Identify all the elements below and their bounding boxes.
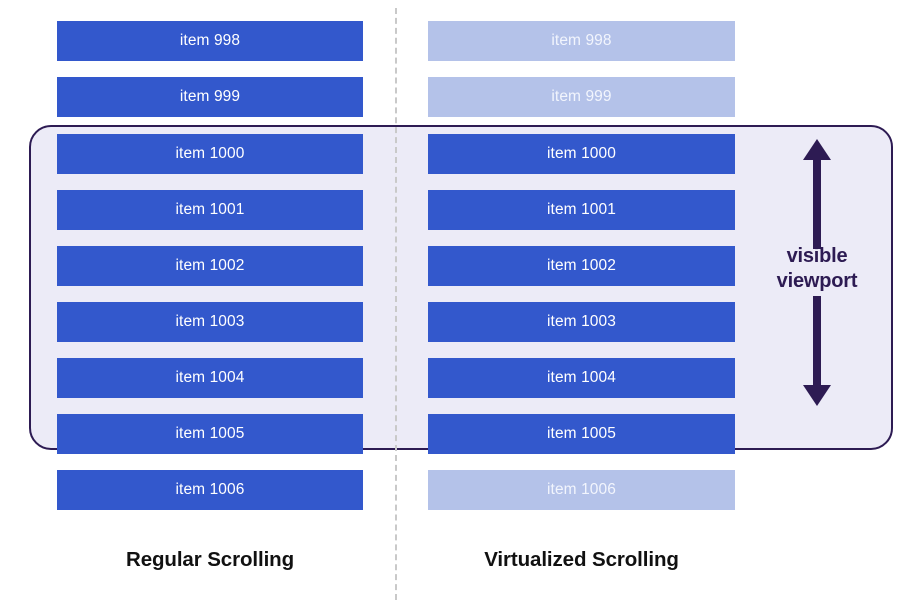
column-divider [395,8,397,600]
list-item[interactable]: item 999 [428,77,735,117]
visible-viewport-annotation: visible viewport [752,125,882,450]
list-item[interactable]: item 1005 [428,414,735,454]
list-item[interactable]: item 1000 [57,134,363,174]
caption-virtualized-scrolling: Virtualized Scrolling [484,548,679,571]
list-item[interactable]: item 1001 [428,190,735,230]
list-item[interactable]: item 1004 [57,358,363,398]
visible-viewport-label: visible viewport [752,244,882,294]
visible-viewport-label-line1: visible [786,245,848,267]
list-item[interactable]: item 1001 [57,190,363,230]
list-item[interactable]: item 1002 [57,246,363,286]
list-item[interactable]: item 1005 [57,414,363,454]
arrow-up-icon [802,139,832,249]
list-item[interactable]: item 1003 [57,302,363,342]
list-item[interactable]: item 1006 [428,470,735,510]
list-item[interactable]: item 1006 [57,470,363,510]
visible-viewport-label-line2: viewport [776,270,858,292]
list-item[interactable]: item 1003 [428,302,735,342]
caption-regular-scrolling: Regular Scrolling [125,548,295,571]
list-item[interactable]: item 999 [57,77,363,117]
list-item[interactable]: item 1000 [428,134,735,174]
list-item[interactable]: item 998 [428,21,735,61]
list-item[interactable]: item 1002 [428,246,735,286]
list-item[interactable]: item 998 [57,21,363,61]
list-item[interactable]: item 1004 [428,358,735,398]
arrow-down-icon [802,296,832,406]
